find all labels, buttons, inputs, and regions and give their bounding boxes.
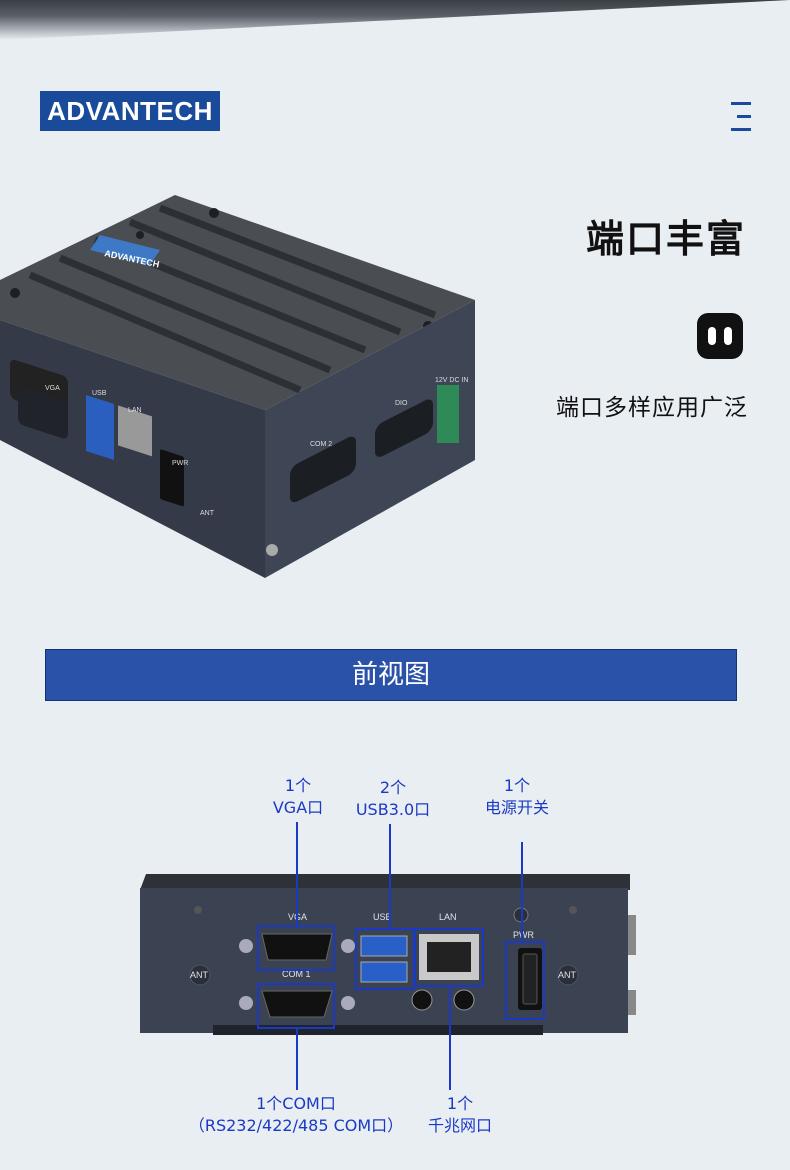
product-label-dio: DIO bbox=[395, 400, 408, 407]
hero-subtitle: 端口多样应用广泛 bbox=[556, 395, 748, 421]
panel-label-usb: USB bbox=[373, 912, 392, 922]
leader-line-lan bbox=[449, 985, 451, 1090]
leader-line-usb bbox=[389, 824, 391, 928]
highlight-lan-port bbox=[414, 928, 484, 987]
product-photo: ADVANTECH VGA USB LAN PWR ANT COM 2 DIO … bbox=[0, 195, 475, 578]
hero-title: 端口丰富 bbox=[585, 217, 746, 261]
advantech-logo[interactable]: ADVANTECH bbox=[40, 91, 220, 131]
product-label-pwr: PWR bbox=[172, 460, 188, 467]
callout-power-label: 电源开关 bbox=[484, 798, 549, 817]
highlight-power-switch bbox=[505, 941, 545, 1020]
front-view-banner: 前视图 bbox=[45, 649, 737, 701]
section-title: 前视图 bbox=[351, 660, 430, 690]
callout-lan: 1个 千兆网口 bbox=[410, 1093, 510, 1137]
leader-line-com bbox=[296, 1027, 298, 1090]
callout-vga: 1个 VGA口 bbox=[248, 775, 348, 819]
callout-com: 1个COM口 （RS232/422/485 COM口） bbox=[186, 1093, 406, 1137]
device-front-panel bbox=[140, 874, 636, 1035]
panel-label-ant-right: ANT bbox=[558, 970, 576, 980]
product-label-ant: ANT bbox=[200, 510, 215, 517]
product-label-lan: LAN bbox=[128, 407, 142, 414]
menu-icon[interactable] bbox=[729, 102, 751, 134]
callout-com-count: 1个COM口 bbox=[256, 1094, 336, 1113]
callout-lan-label: 千兆网口 bbox=[427, 1116, 492, 1135]
logo-text: ADVANTECH bbox=[47, 96, 213, 126]
product-label-usb: USB bbox=[92, 390, 107, 397]
product-label-com2: COM 2 bbox=[310, 441, 332, 448]
callout-power-count: 1个 bbox=[503, 776, 531, 795]
callout-com-label: （RS232/422/485 COM口） bbox=[188, 1116, 404, 1135]
panel-label-pwr: PWR bbox=[513, 930, 534, 940]
panel-label-lan: LAN bbox=[439, 912, 457, 922]
highlight-usb-ports bbox=[355, 928, 415, 990]
leader-line-power bbox=[521, 842, 523, 941]
callout-usb-label: USB3.0口 bbox=[355, 800, 431, 819]
highlight-com-port bbox=[257, 983, 335, 1029]
power-outlet-icon bbox=[697, 313, 743, 359]
callout-power: 1个 电源开关 bbox=[467, 775, 567, 819]
callout-usb: 2个 USB3.0口 bbox=[338, 777, 448, 821]
panel-label-ant-left: ANT bbox=[190, 970, 208, 980]
leader-line-vga bbox=[296, 822, 298, 925]
product-label-dc-in: 12V DC IN bbox=[435, 377, 468, 384]
callout-usb-count: 2个 bbox=[379, 778, 407, 797]
panel-label-com1: COM 1 bbox=[282, 969, 311, 979]
callout-lan-count: 1个 bbox=[446, 1094, 474, 1113]
highlight-vga-port bbox=[257, 925, 335, 971]
top-decoration bbox=[0, 0, 790, 40]
callout-vga-count: 1个 bbox=[284, 776, 312, 795]
callout-vga-label: VGA口 bbox=[272, 798, 324, 817]
product-label-vga: VGA bbox=[45, 385, 60, 392]
